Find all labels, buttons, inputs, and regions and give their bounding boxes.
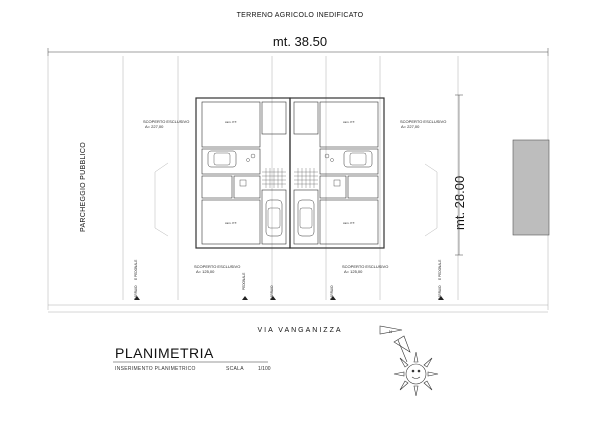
lot-boundary-lines: [47, 56, 549, 313]
boundary-hatch: [154, 162, 438, 237]
yard-label-north-west: SCOPERTO ESCLUSIVO A= 227,00: [143, 119, 189, 129]
svg-text:A= 125,00: A= 125,00: [344, 269, 363, 274]
svg-text:A= 227,00: A= 227,00: [401, 124, 420, 129]
yard-label-south-east: SCOPERTO ESCLUSIVO A= 125,00: [342, 264, 388, 274]
yard-label-south-west: SCOPERTO ESCLUSIVO A= 125,00: [194, 264, 240, 274]
north-arrow-icon: N: [379, 325, 403, 335]
svg-text:SCOPERTO ESCLUSIVO: SCOPERTO ESCLUSIVO: [400, 119, 446, 124]
east-dwelling: [289, 97, 385, 249]
room-label-ne: cam. P.T.: [343, 120, 355, 124]
entrance-east: CARRAIO E PEDONALE: [438, 260, 444, 300]
room-label-nw: cam. P.T.: [225, 120, 237, 124]
street-label: VIA VANGANIZZA: [257, 327, 343, 334]
svg-text:PEDONALE: PEDONALE: [242, 273, 246, 290]
yard-label-north-east: SCOPERTO ESCLUSIVO A= 227,00: [400, 119, 446, 129]
svg-text:CARRAIO: CARRAIO: [438, 285, 442, 300]
scale-value: 1/100: [258, 366, 271, 372]
room-label-sw: cam. P.T.: [225, 221, 237, 225]
svg-text:CARRAIO: CARRAIO: [134, 285, 138, 300]
lot-width-dimension: mt. 38.50: [272, 34, 328, 49]
entrance-west: CARRAIO E PEDONALE: [134, 260, 140, 300]
svg-text:N: N: [389, 329, 392, 334]
svg-text:E PEDONALE: E PEDONALE: [134, 260, 138, 280]
sun-compass-icon: [393, 335, 439, 397]
width-dimension-line: [47, 48, 549, 56]
svg-text:SCOPERTO ESCLUSIVO: SCOPERTO ESCLUSIVO: [342, 264, 388, 269]
svg-text:E PEDONALE: E PEDONALE: [438, 260, 442, 280]
svg-text:SCOPERTO ESCLUSIVO: SCOPERTO ESCLUSIVO: [143, 119, 189, 124]
scale-label: SCALA: [226, 366, 244, 372]
west-dwelling: [195, 97, 291, 249]
entrance-center-left: PEDONALE CARRAIO: [242, 273, 276, 300]
north-boundary-label: TERRENO AGRICOLO INEDIFICATO: [236, 12, 364, 19]
svg-text:CARRAIO: CARRAIO: [330, 285, 334, 300]
svg-text:A= 227,00: A= 227,00: [145, 124, 164, 129]
svg-text:SCOPERTO ESCLUSIVO: SCOPERTO ESCLUSIVO: [194, 264, 240, 269]
room-label-se: cam. P.T.: [343, 221, 355, 225]
drawing-subtitle: INSERIMENTO PLANIMETRICO: [115, 366, 196, 372]
entrance-center-right: CARRAIO: [330, 285, 336, 300]
depth-dimension-line: [455, 94, 463, 256]
svg-text:A= 125,00: A= 125,00: [196, 269, 215, 274]
drawing-title: PLANIMETRIA: [115, 345, 214, 361]
neighbor-building: [512, 139, 550, 236]
svg-text:CARRAIO: CARRAIO: [270, 285, 274, 300]
